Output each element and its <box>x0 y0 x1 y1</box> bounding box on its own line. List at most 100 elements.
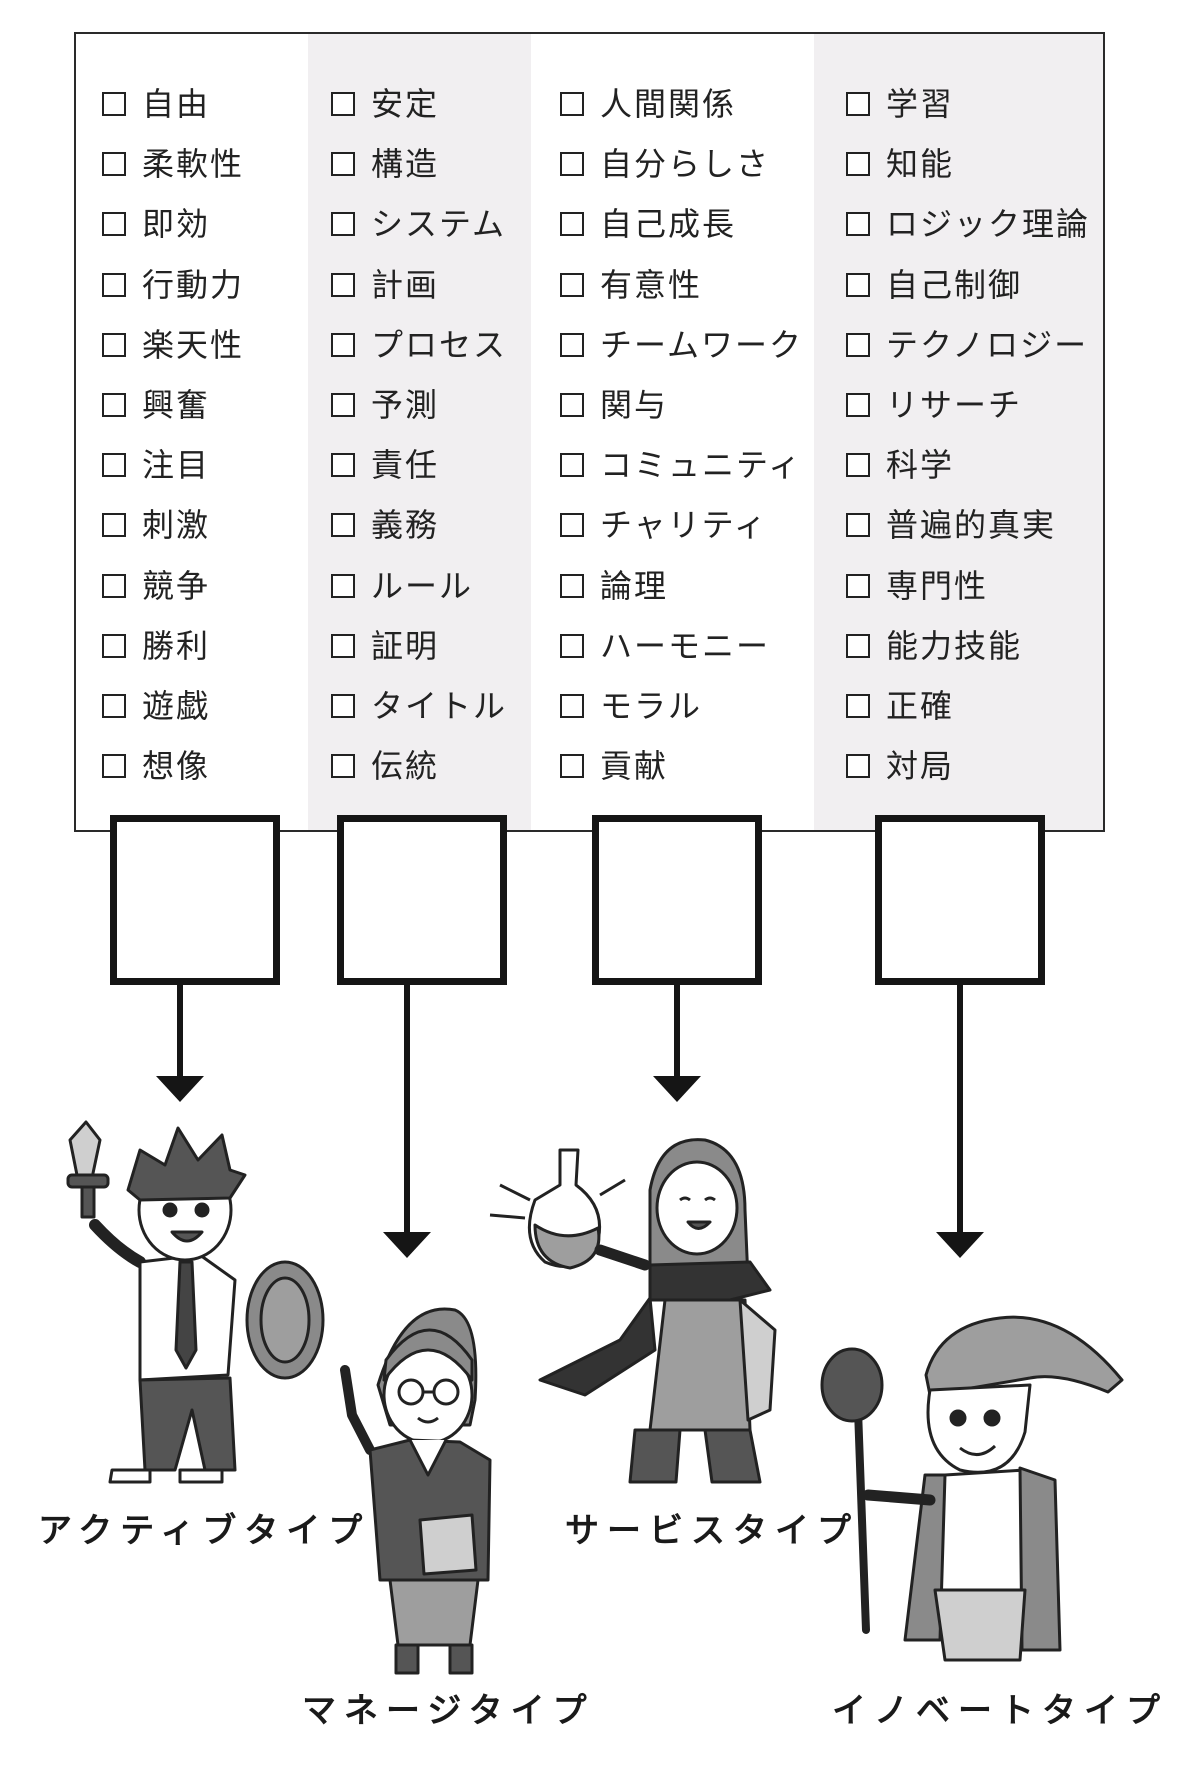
checklist-item[interactable]: 想像 <box>102 736 244 796</box>
checkbox[interactable] <box>331 393 355 418</box>
checklist-item[interactable]: 有意性 <box>560 255 803 315</box>
checkbox[interactable] <box>331 453 355 478</box>
checklist-item[interactable]: 興奮 <box>102 375 244 435</box>
checkbox[interactable] <box>846 633 870 658</box>
checkbox[interactable] <box>560 513 584 538</box>
checkbox[interactable] <box>331 332 355 357</box>
checkbox[interactable] <box>102 453 126 478</box>
checkbox[interactable] <box>560 453 584 478</box>
checklist-item[interactable]: 構造 <box>331 134 507 194</box>
checkbox[interactable] <box>331 152 355 177</box>
checklist-item[interactable]: チームワーク <box>560 315 803 375</box>
checklist-item[interactable]: 能力技能 <box>846 616 1090 676</box>
checkbox[interactable] <box>560 754 584 779</box>
checkbox[interactable] <box>102 513 126 538</box>
checkbox[interactable] <box>846 272 870 297</box>
checklist-item[interactable]: 安定 <box>331 74 507 134</box>
checkbox[interactable] <box>102 272 126 297</box>
checklist-item[interactable]: 学習 <box>846 74 1090 134</box>
checklist-item[interactable]: 柔軟性 <box>102 134 244 194</box>
checklist-item[interactable]: 競争 <box>102 556 244 616</box>
checklist-item[interactable]: 自己制御 <box>846 255 1090 315</box>
answer-box-active[interactable] <box>110 815 280 985</box>
checklist-item[interactable]: 義務 <box>331 495 507 555</box>
checklist-item[interactable]: 知能 <box>846 134 1090 194</box>
checkbox[interactable] <box>846 513 870 538</box>
checklist-item[interactable]: 即効 <box>102 194 244 254</box>
checklist-item[interactable]: タイトル <box>331 676 507 736</box>
checklist-item[interactable]: 貢献 <box>560 736 803 796</box>
checkbox[interactable] <box>560 633 584 658</box>
checklist-item[interactable]: 人間関係 <box>560 74 803 134</box>
checkbox[interactable] <box>331 693 355 718</box>
checkbox[interactable] <box>846 754 870 779</box>
checkbox[interactable] <box>331 272 355 297</box>
answer-box-service[interactable] <box>592 815 762 985</box>
answer-box-manage[interactable] <box>337 815 507 985</box>
checklist-item[interactable]: 関与 <box>560 375 803 435</box>
checklist-item[interactable]: 論理 <box>560 556 803 616</box>
checkbox[interactable] <box>331 212 355 237</box>
checkbox[interactable] <box>331 573 355 598</box>
checklist-item[interactable]: 注目 <box>102 435 244 495</box>
checkbox[interactable] <box>846 212 870 237</box>
checkbox[interactable] <box>846 453 870 478</box>
checkbox[interactable] <box>331 92 355 117</box>
checklist-item[interactable]: 計画 <box>331 255 507 315</box>
checklist-item[interactable]: モラル <box>560 676 803 736</box>
checklist-item[interactable]: 刺激 <box>102 495 244 555</box>
checkbox[interactable] <box>846 573 870 598</box>
checkbox[interactable] <box>102 212 126 237</box>
checkbox[interactable] <box>846 693 870 718</box>
checklist-item[interactable]: 証明 <box>331 616 507 676</box>
checkbox[interactable] <box>560 332 584 357</box>
checkbox[interactable] <box>846 332 870 357</box>
checklist-item[interactable]: 普遍的真実 <box>846 495 1090 555</box>
checklist-item[interactable]: プロセス <box>331 315 507 375</box>
checkbox[interactable] <box>560 212 584 237</box>
checklist-item[interactable]: チャリティ <box>560 495 803 555</box>
checklist-item[interactable]: 責任 <box>331 435 507 495</box>
checklist-item[interactable]: ハーモニー <box>560 616 803 676</box>
checklist-item[interactable]: リサーチ <box>846 375 1090 435</box>
checklist-item[interactable]: 自由 <box>102 74 244 134</box>
checkbox[interactable] <box>560 573 584 598</box>
checkbox[interactable] <box>560 152 584 177</box>
checklist-item[interactable]: 伝統 <box>331 736 507 796</box>
checkbox[interactable] <box>560 92 584 117</box>
checklist-item[interactable]: 科学 <box>846 435 1090 495</box>
checkbox[interactable] <box>102 633 126 658</box>
checklist-item[interactable]: 予測 <box>331 375 507 435</box>
checklist-item[interactable]: 遊戯 <box>102 676 244 736</box>
checklist-item[interactable]: システム <box>331 194 507 254</box>
checklist-item[interactable]: テクノロジー <box>846 315 1090 375</box>
checkbox[interactable] <box>331 633 355 658</box>
checkbox[interactable] <box>331 513 355 538</box>
checkbox[interactable] <box>846 92 870 117</box>
checklist-item[interactable]: 行動力 <box>102 255 244 315</box>
checkbox[interactable] <box>560 393 584 418</box>
checkbox[interactable] <box>560 272 584 297</box>
checkbox[interactable] <box>102 152 126 177</box>
checkbox[interactable] <box>560 693 584 718</box>
checklist-item[interactable]: 正確 <box>846 676 1090 736</box>
checkbox[interactable] <box>102 754 126 779</box>
checklist-item[interactable]: 自己成長 <box>560 194 803 254</box>
checkbox[interactable] <box>846 393 870 418</box>
checkbox[interactable] <box>102 693 126 718</box>
checkbox[interactable] <box>102 332 126 357</box>
checklist-item[interactable]: 楽天性 <box>102 315 244 375</box>
checklist-item[interactable]: 自分らしさ <box>560 134 803 194</box>
checklist-item[interactable]: 勝利 <box>102 616 244 676</box>
checkbox[interactable] <box>846 152 870 177</box>
answer-box-innovate[interactable] <box>875 815 1045 985</box>
checkbox[interactable] <box>102 573 126 598</box>
checklist-item[interactable]: ルール <box>331 556 507 616</box>
checkbox[interactable] <box>331 754 355 779</box>
checkbox[interactable] <box>102 92 126 117</box>
checklist-item[interactable]: 専門性 <box>846 556 1090 616</box>
checklist-item[interactable]: ロジック理論 <box>846 194 1090 254</box>
checklist-item[interactable]: 対局 <box>846 736 1090 796</box>
checklist-item[interactable]: コミュニティ <box>560 435 803 495</box>
checkbox[interactable] <box>102 393 126 418</box>
